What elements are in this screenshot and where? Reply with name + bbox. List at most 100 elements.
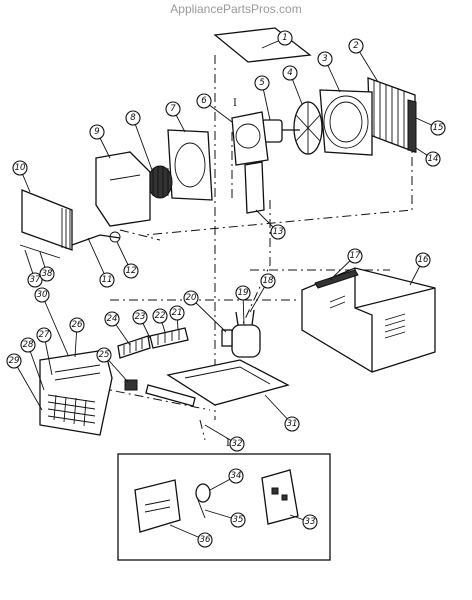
callout-circle xyxy=(228,468,244,484)
callout-5: 5 xyxy=(254,75,271,121)
callout-17: 17 xyxy=(329,248,363,281)
part-condenser-coil xyxy=(367,77,417,153)
callout-leader-line xyxy=(41,294,69,356)
callout-circle xyxy=(89,124,105,140)
callout-7: 7 xyxy=(165,101,186,133)
callout-number: 15 xyxy=(433,123,444,133)
callout-circle xyxy=(196,93,212,109)
callout-circle xyxy=(125,110,141,126)
callout-30: 30 xyxy=(34,287,69,356)
callout-number: 22 xyxy=(155,311,166,321)
callout-number: 2 xyxy=(353,41,358,51)
callout-circle xyxy=(96,347,112,363)
callout-number: 19 xyxy=(238,288,249,298)
callout-21: 21 xyxy=(169,305,185,331)
callout-leader-line xyxy=(13,360,43,411)
section-markers: I I xyxy=(226,98,237,449)
part-front-grille xyxy=(39,349,113,436)
callout-circle xyxy=(152,308,168,324)
callout-number: 5 xyxy=(259,78,264,88)
callout-number: 18 xyxy=(263,276,274,286)
callout-number: 4 xyxy=(287,68,292,78)
callout-number: 31 xyxy=(287,419,298,429)
callout-circle xyxy=(425,151,441,167)
callout-16: 16 xyxy=(409,252,431,286)
callout-circle xyxy=(229,436,245,452)
part-shroud xyxy=(319,89,373,156)
callout-circle xyxy=(12,160,28,176)
part-compressor xyxy=(221,309,261,358)
section-marker-bottom: I xyxy=(226,438,230,449)
callout-circle xyxy=(277,30,293,46)
callout-leader-line xyxy=(87,237,108,281)
callout-38: 38 xyxy=(39,251,55,282)
callout-circle xyxy=(197,532,213,548)
callout-circle xyxy=(6,353,22,369)
part-blower-wheel xyxy=(147,165,173,199)
callout-number: 33 xyxy=(305,517,316,527)
callout-33: 33 xyxy=(289,514,318,530)
callout-number: 27 xyxy=(39,330,50,340)
callout-number: 25 xyxy=(99,350,110,360)
part-blower-housing xyxy=(167,129,213,201)
callout-number: 36 xyxy=(200,535,211,545)
callout-circle xyxy=(284,416,300,432)
callout-number: 10 xyxy=(15,163,26,173)
callout-circle xyxy=(317,51,333,67)
callout-number: 13 xyxy=(273,227,284,237)
callout-circle xyxy=(235,285,251,301)
part-condenser-fan xyxy=(293,101,323,155)
callout-number: 23 xyxy=(135,312,146,322)
part-base-pan xyxy=(166,359,290,406)
callout-18: 18 xyxy=(249,273,276,313)
callout-circle xyxy=(99,272,115,288)
callout-26: 26 xyxy=(69,317,85,358)
callout-31: 31 xyxy=(264,394,300,432)
part-tubing xyxy=(19,231,121,259)
callout-number: 17 xyxy=(350,251,361,261)
callout-circle xyxy=(34,287,50,303)
part-fan-motor xyxy=(261,119,300,143)
callout-leader-line xyxy=(27,344,45,391)
callout-1: 1 xyxy=(261,30,293,49)
callout-3: 3 xyxy=(317,51,341,93)
callout-8: 8 xyxy=(125,110,153,171)
callout-number: 21 xyxy=(172,308,183,318)
callout-circle xyxy=(20,337,36,353)
callout-circle xyxy=(169,305,185,321)
callout-number: 28 xyxy=(23,340,34,350)
callout-number: 30 xyxy=(37,290,48,300)
section-marker-top: I xyxy=(233,98,237,109)
callout-leader-line xyxy=(190,297,227,333)
callout-circle xyxy=(132,309,148,325)
callout-number: 9 xyxy=(94,127,99,137)
part-heater-elements xyxy=(117,327,196,407)
part-evaporator-coil xyxy=(21,189,73,251)
callout-28: 28 xyxy=(20,337,45,391)
part-air-duct xyxy=(95,151,151,227)
callout-11: 11 xyxy=(87,237,115,288)
callout-layer: 1234567891011121314151617181920212223242… xyxy=(6,30,446,548)
callout-number: 7 xyxy=(170,104,176,114)
part-motor-bracket xyxy=(231,111,269,214)
callout-number: 1 xyxy=(282,33,287,43)
watermark: AppliancePartsPros.com xyxy=(170,2,302,16)
callout-circle xyxy=(230,512,246,528)
callout-number: 16 xyxy=(418,255,429,265)
callout-circle xyxy=(415,252,431,268)
callout-number: 37 xyxy=(30,275,41,285)
part-top-panel xyxy=(213,27,312,63)
callout-number: 14 xyxy=(428,154,439,164)
callout-number: 3 xyxy=(322,54,327,64)
callout-19: 19 xyxy=(235,285,251,326)
callout-leader-line xyxy=(132,117,153,171)
callout-circle xyxy=(282,65,298,81)
callout-22: 22 xyxy=(152,308,168,333)
part-cabinet xyxy=(301,267,436,373)
callout-35: 35 xyxy=(204,509,246,528)
callout-24: 24 xyxy=(104,311,131,346)
callout-number: 12 xyxy=(126,266,137,276)
callout-number: 38 xyxy=(42,269,53,279)
callout-circle xyxy=(36,327,52,343)
